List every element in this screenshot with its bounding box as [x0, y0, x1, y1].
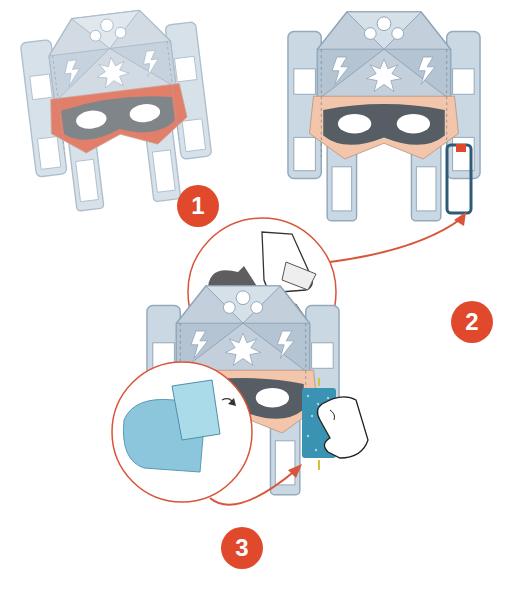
callout-text: 2	[465, 310, 478, 334]
callout-text: 1	[191, 194, 204, 218]
callout-number: 3	[221, 527, 263, 569]
callout-text: 3	[235, 536, 248, 560]
callout-number: 2	[451, 301, 493, 343]
callout-number: 1	[177, 185, 219, 227]
